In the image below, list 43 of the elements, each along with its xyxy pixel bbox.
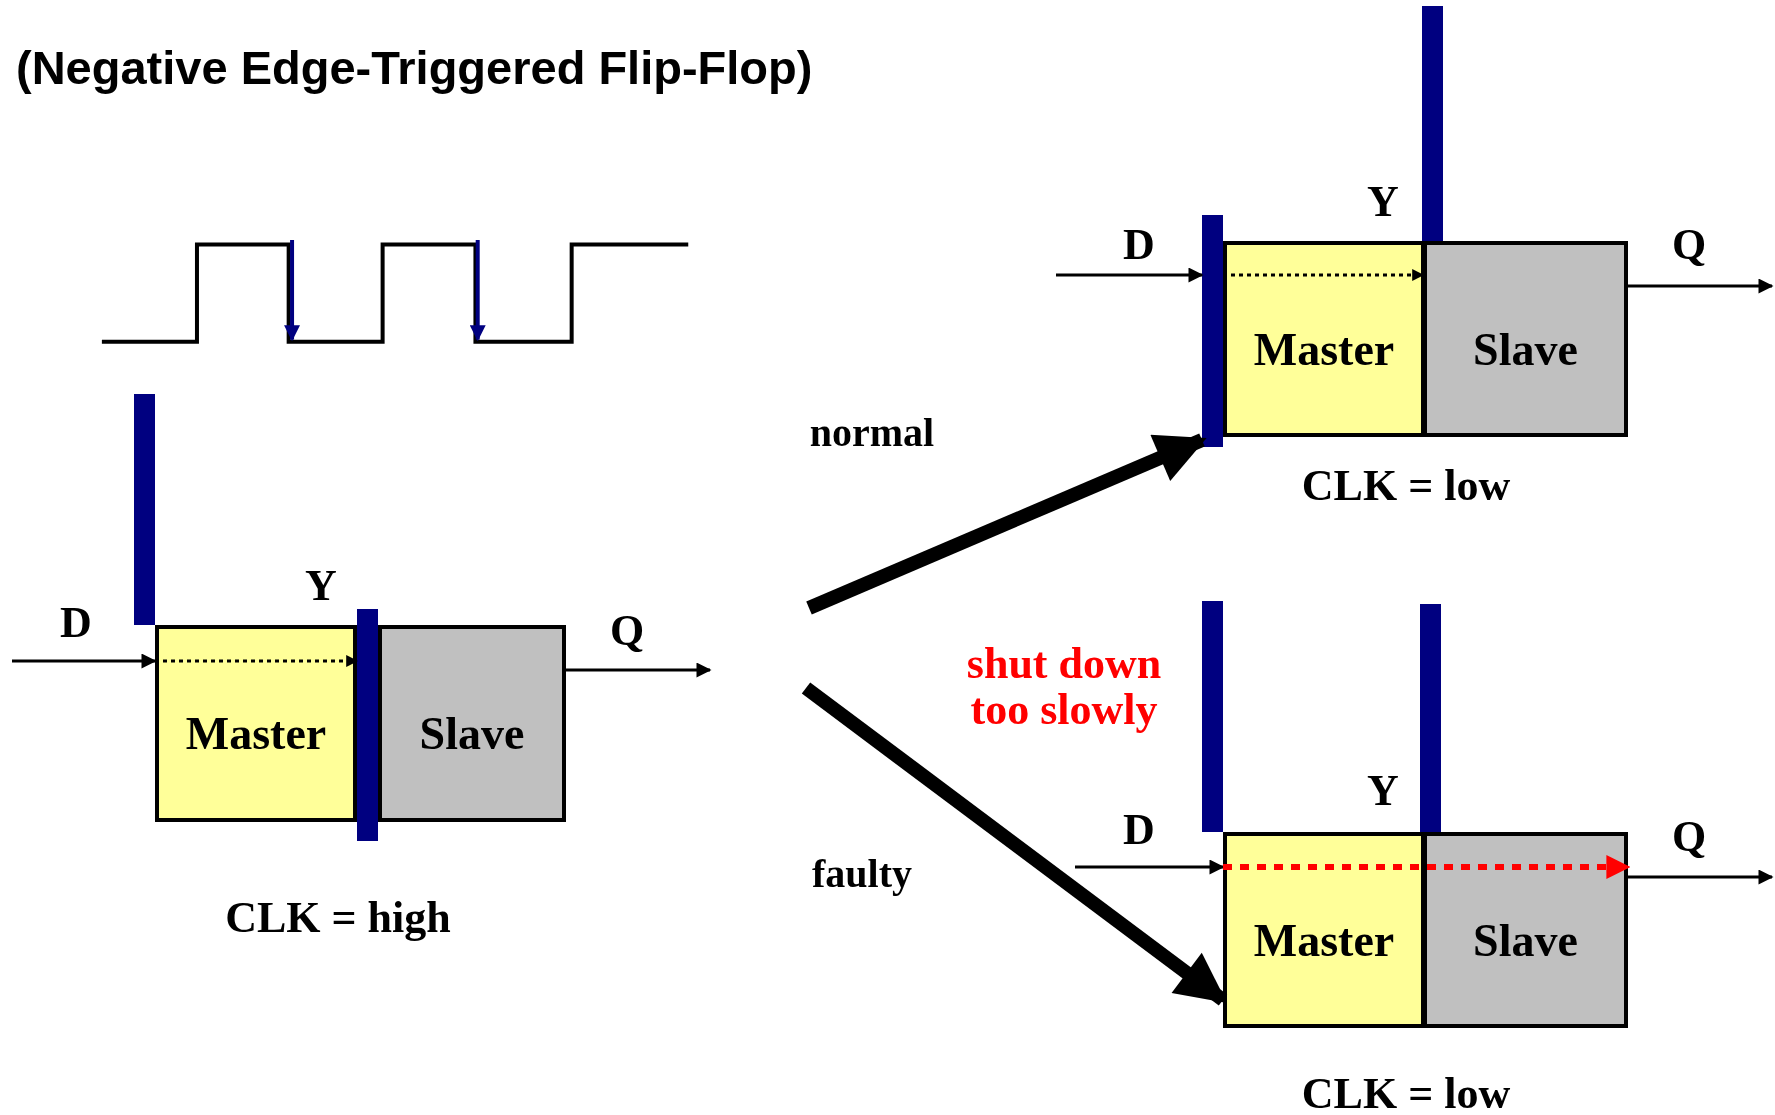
signal-label: Q xyxy=(1671,218,1707,270)
stage-name: Slave xyxy=(1473,913,1578,967)
signal-label: Y xyxy=(1367,175,1399,227)
flip-flop-stage-box xyxy=(378,625,566,822)
signal-label: CLK = low xyxy=(1301,459,1511,511)
signal-label: Q xyxy=(609,604,645,656)
signal-label: CLK = high xyxy=(225,891,451,943)
clock-gate-bar xyxy=(1422,6,1443,241)
stage-name: Slave xyxy=(1473,322,1578,376)
stage-name: Master xyxy=(1253,322,1395,376)
signal-label: CLK = low xyxy=(1301,1067,1511,1115)
signal-label: Y xyxy=(305,559,337,611)
arrow xyxy=(1075,859,1225,875)
flip-flop-stage-box xyxy=(155,625,357,822)
signal-label: Q xyxy=(1671,810,1707,862)
clock-gate-bar xyxy=(357,609,378,841)
stage-name: Master xyxy=(185,707,327,760)
flip-flop-stage-box xyxy=(1423,241,1628,437)
signal-label: D xyxy=(1123,803,1155,855)
signal-label: D xyxy=(1123,218,1155,270)
stage-name: Slave xyxy=(419,707,525,760)
arrow xyxy=(12,653,157,669)
flip-flop-stage-box xyxy=(1223,241,1425,437)
arrow xyxy=(806,433,1207,615)
arrow xyxy=(566,662,712,678)
flip-flop-stage-box xyxy=(1223,832,1425,1028)
clock-gate-bar xyxy=(1420,604,1441,832)
signal-label: D xyxy=(60,596,92,648)
clock-gate-bar xyxy=(1202,215,1223,447)
arrow xyxy=(801,682,1228,1006)
diagram-title: (Negative Edge-Triggered Flip-Flop) xyxy=(16,40,813,95)
edge-label: normal xyxy=(809,408,935,456)
arrow xyxy=(1223,855,1631,879)
clock-gate-bar xyxy=(134,394,155,625)
signal-label: Y xyxy=(1367,764,1399,816)
edge-label: faulty xyxy=(812,849,912,897)
stage-name: Master xyxy=(1253,913,1395,967)
flip-flop-stage-box xyxy=(1423,832,1628,1028)
arrow xyxy=(1628,278,1774,294)
arrow xyxy=(1056,267,1204,283)
note-text: shut down too slowly xyxy=(965,640,1163,734)
arrow xyxy=(1628,869,1774,885)
clock-gate-bar xyxy=(1202,601,1223,832)
